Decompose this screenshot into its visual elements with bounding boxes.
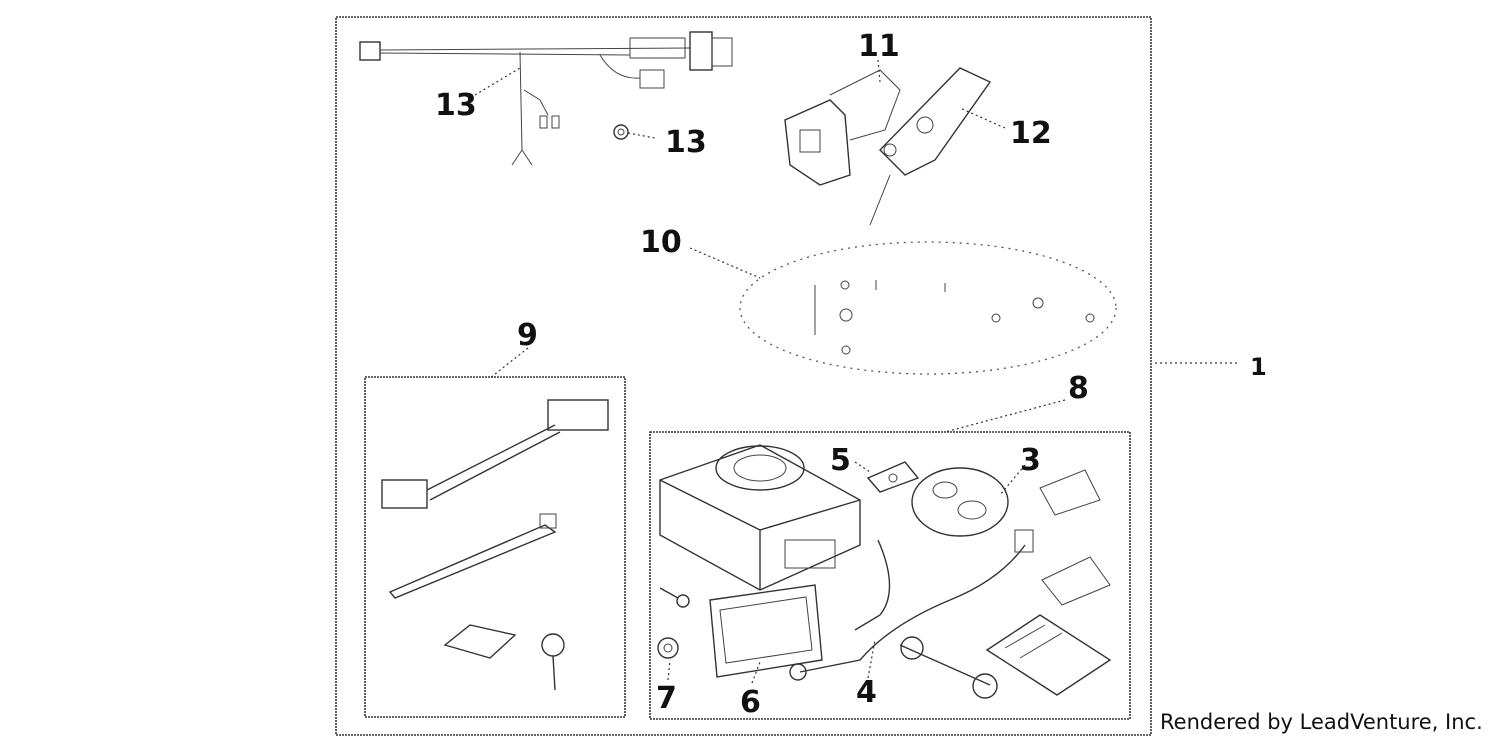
hardware-set [739,241,1117,375]
callout-3: 3 [1020,443,1041,478]
subkit-9-parts [381,399,609,691]
remote-transmitter-3 [911,467,1101,537]
sensor-cable-4 [789,529,1034,699]
callout-12: 12 [1010,116,1052,151]
callout-7: 7 [656,681,677,716]
callout-10: 10 [640,225,682,260]
callout-11: 11 [858,29,900,64]
subkit-frame-8 [649,431,1131,720]
siren-unit [659,444,861,591]
callout-13-harness: 13 [435,88,477,123]
callout-6: 6 [740,685,761,720]
callout-5: 5 [830,443,851,478]
leader-lines [474,59,1238,684]
callout-9: 9 [517,318,538,353]
kit-frame [335,16,1152,736]
render-credit: Rendered by LeadVenture, Inc. [1160,710,1483,734]
subkit-frame-9 [364,376,626,718]
callout-1: 1 [1250,353,1267,381]
seal-5 [866,461,920,493]
instruction-sheets [985,556,1112,696]
callout-4: 4 [856,675,877,710]
callout-8: 8 [1068,371,1089,406]
bolt-7 [657,587,690,659]
grommet-13 [613,124,629,140]
callout-13-grommet: 13 [665,125,707,160]
gasket-6 [709,584,823,678]
bracket-assembly [784,67,992,226]
wire-harness [359,31,733,166]
